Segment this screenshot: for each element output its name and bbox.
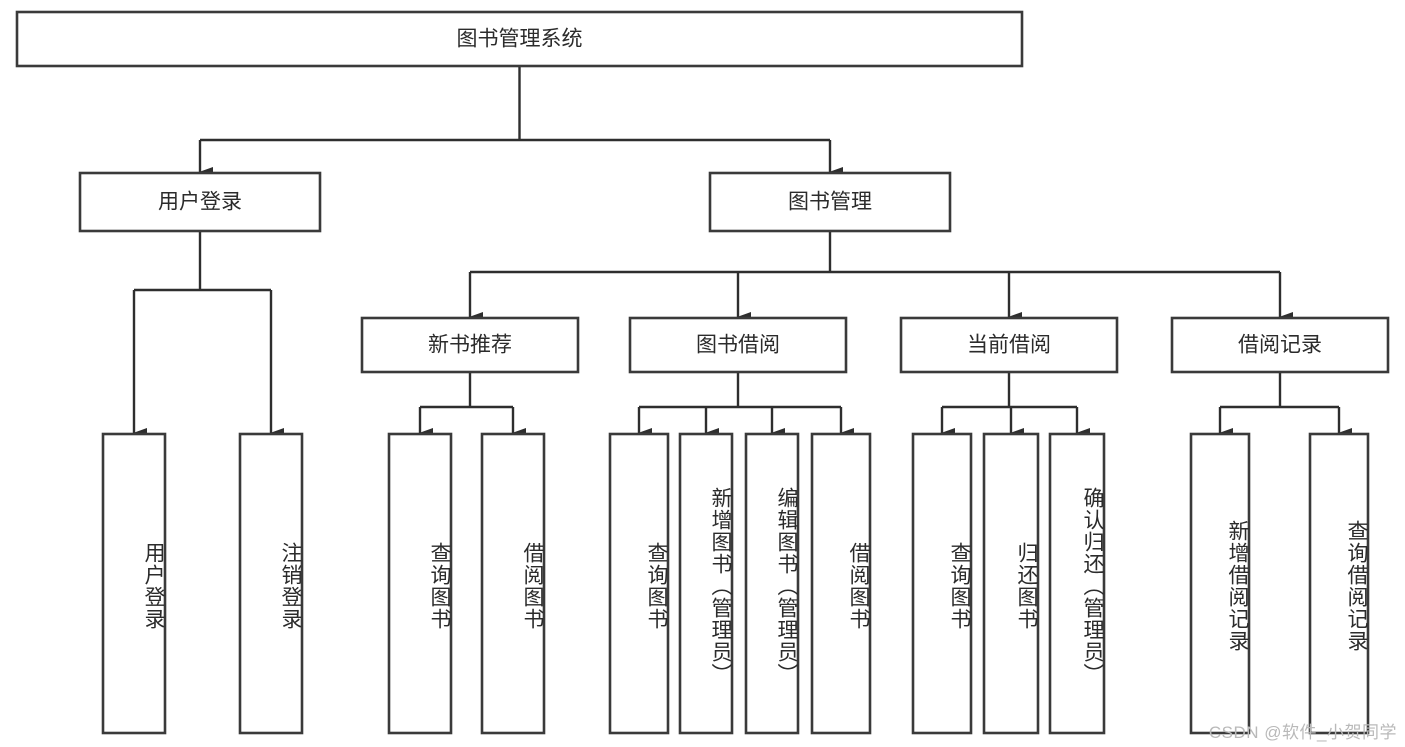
node-box-leaf-confirm-return <box>1048 432 1106 735</box>
node-box-book-manage <box>708 171 952 233</box>
node-box-leaf-query-book-1 <box>387 432 453 735</box>
watermark: CSDN @软件_小贺同学 <box>1208 723 1397 742</box>
node-label-root: 图书管理系统 <box>457 28 583 51</box>
node-box-borrow-record <box>1170 316 1390 374</box>
node-box-book-borrow <box>628 316 848 374</box>
node-box-leaf-edit-book <box>744 432 800 735</box>
node-box-leaf-query-book-3 <box>911 432 973 735</box>
node-box-root <box>15 10 1024 68</box>
node-box-leaf-query-record <box>1308 432 1370 735</box>
node-box-leaf-borrow-book-2 <box>810 432 872 735</box>
node-box-leaf-add-book <box>678 432 734 735</box>
node-box-leaf-query-book-2 <box>608 432 670 735</box>
node-box-leaf-borrow-book-1 <box>480 432 546 735</box>
connectors-layer <box>132 66 1352 438</box>
node-label-book-manage: 图书管理 <box>788 191 872 214</box>
node-label-new-book-rec: 新书推荐 <box>428 334 512 357</box>
node-box-current-borrow <box>899 316 1119 374</box>
boxes-layer <box>15 10 1390 735</box>
node-label-current-borrow: 当前借阅 <box>967 334 1051 357</box>
node-label-user-login: 用户登录 <box>158 191 242 214</box>
node-label-borrow-record: 借阅记录 <box>1238 334 1322 357</box>
node-box-new-book-rec <box>360 316 580 374</box>
node-box-leaf-add-record <box>1189 432 1251 735</box>
node-box-leaf-user-login <box>101 432 167 735</box>
node-box-leaf-user-logout <box>238 432 304 735</box>
node-box-user-login <box>78 171 322 233</box>
node-box-leaf-return-book <box>982 432 1040 735</box>
node-label-book-borrow: 图书借阅 <box>696 334 780 357</box>
